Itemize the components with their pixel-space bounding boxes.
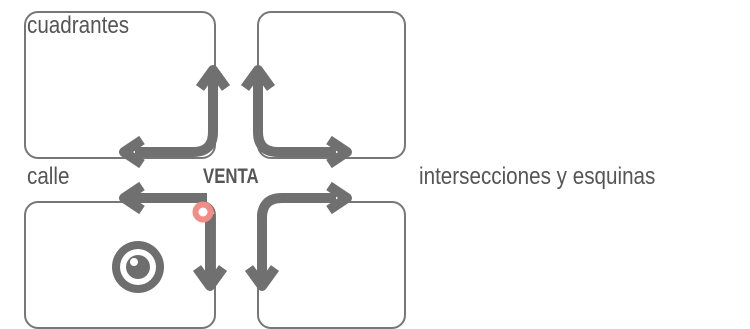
location-marker-icon [192,201,214,223]
arrow-top-left [119,65,231,169]
arrow-bottom-right [244,181,352,291]
eye-icon [112,241,164,293]
quadrant-top-right [257,11,406,159]
sale-label: VENTA [203,165,259,188]
arrow-bottom-left [119,181,228,291]
quadrant-bottom-right [257,201,406,329]
intersections-label: intersecciones y esquinas [419,163,656,190]
quadrants-label: cuadrantes [27,12,130,39]
arrow-top-right [240,65,352,169]
street-label: calle [27,163,70,190]
